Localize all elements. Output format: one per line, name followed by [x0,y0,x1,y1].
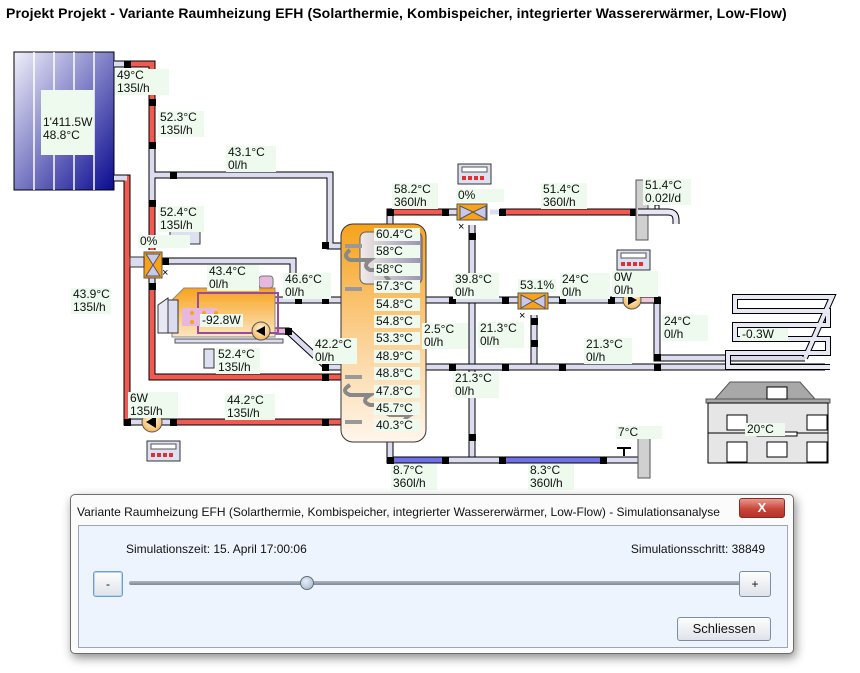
svg-text:×: × [519,310,525,322]
pipe-junctions [124,61,661,464]
page-title: Projekt Projekt - Variante Raumheizung E… [6,5,787,21]
close-button[interactable]: Schliessen [677,617,771,641]
simulation-step: Simulationsschritt: 38849 [630,542,765,556]
label-mix-valve-pct: 53.1% [518,278,556,292]
tank-temp-11: 45.7°C [374,402,420,415]
close-icon[interactable]: X [739,498,785,518]
label-solar-valve-pct: 0% [138,235,190,248]
mixing-valve[interactable]: × [517,292,549,322]
dialog-body: Simulationszeit: 15. April 17:00:06 Simu… [78,525,788,648]
tank-temp-4: 57.3°C [374,280,420,294]
tank-temp-1: 60.4°C [374,228,420,241]
simulation-time: Simulationszeit: 15. April 17:00:06 [126,542,307,556]
boiler-pump-icon[interactable] [251,321,271,341]
svg-text:×: × [458,221,464,233]
tank-temp-7: 53.3°C [374,332,420,346]
dialog-title: Variante Raumheizung EFH (Solarthermie, … [77,505,720,519]
boiler[interactable] [157,275,284,344]
hydraulic-diagram: × × × [13,51,837,479]
simulation-dialog: Variante Raumheizung EFH (Solarthermie, … [70,494,794,654]
tank-temp-12: 40.3°C [374,419,420,433]
label-cold-source: 7°C [616,426,662,439]
tank-temp-2: 58°C [374,245,420,259]
controller-icon[interactable] [616,249,651,271]
solar-valve[interactable]: × [129,251,168,279]
tank-temp-5: 54.8°C [374,297,420,311]
floor-heating-coil[interactable] [725,294,837,370]
label-dhw-valve-pct: 0% [456,189,504,202]
step-back-button[interactable]: - [93,571,123,597]
svg-text:×: × [162,267,168,279]
dhw-valve[interactable]: × [456,203,488,233]
tank-temp-8: 48.9°C [374,349,420,363]
pipes [114,60,825,464]
tank-temp-6: 54.8°C [374,315,420,328]
time-slider-thumb[interactable] [300,576,315,590]
tank-temp-3: 58°C [374,262,420,276]
label-boiler-power: -92.8W [200,313,243,327]
tank-temp-9: 48.8°C [374,367,420,381]
step-forward-button[interactable]: + [739,571,771,597]
time-slider-track[interactable] [129,581,740,585]
label-room-temp: 20°C [745,423,785,436]
tank-temp-10: 47.8°C [374,384,420,398]
controller-icon[interactable] [146,440,181,462]
label-floor-power: -0.3W [740,328,788,341]
controller-icon[interactable] [457,163,492,185]
